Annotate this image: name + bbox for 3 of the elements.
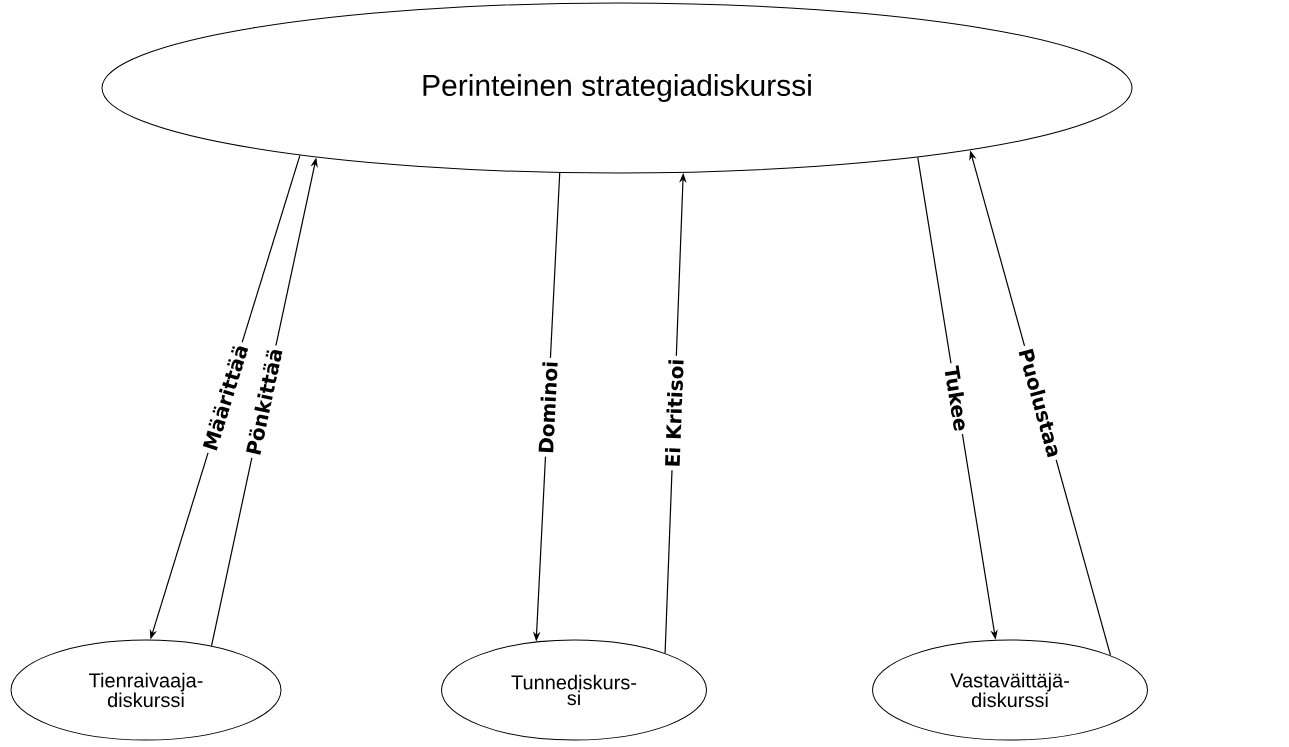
edge-label: Tukee	[940, 361, 973, 436]
edge-label: Dominoi	[534, 357, 562, 458]
edge-label: Ei Kritisoi	[661, 355, 688, 471]
